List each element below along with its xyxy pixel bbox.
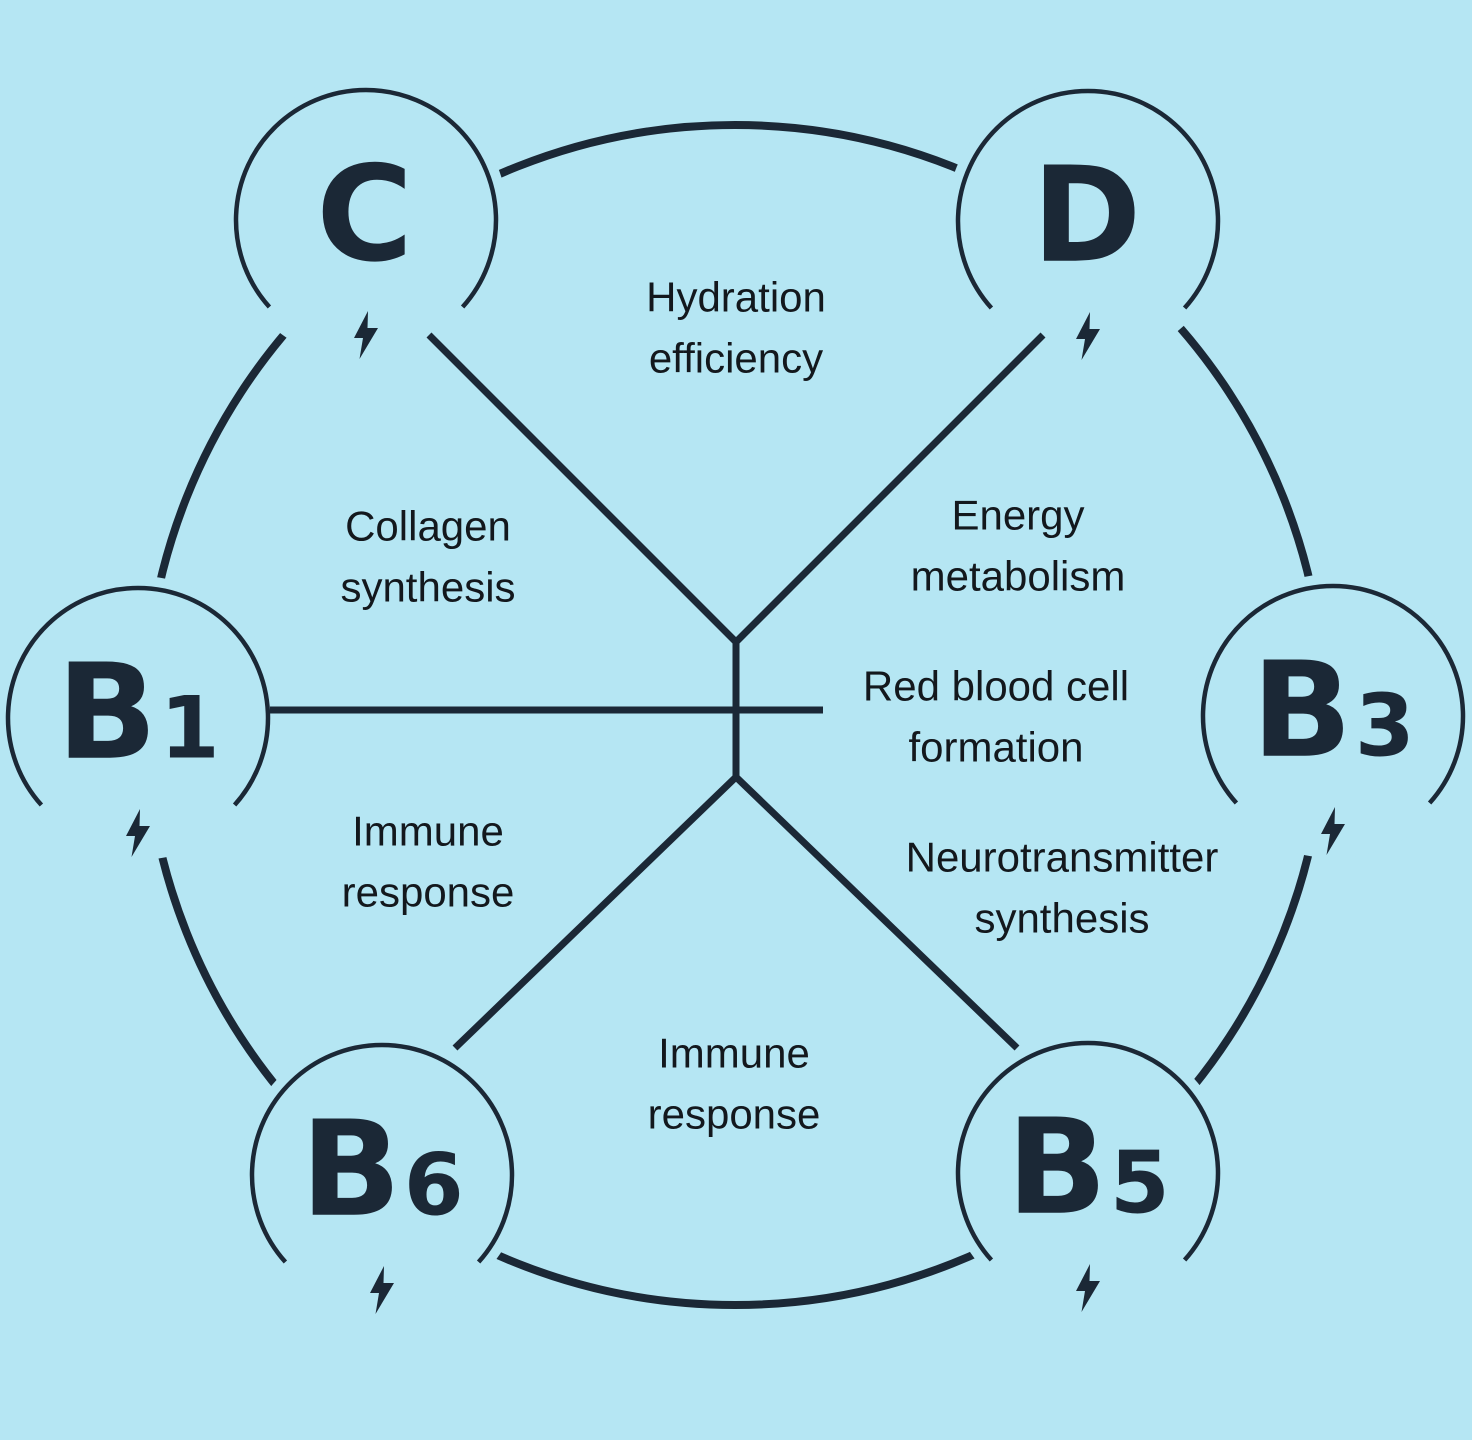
node-rings [5, 87, 1466, 1264]
node-ring-b5 [955, 1040, 1221, 1262]
node-vitamin-b1-digit: 1 [159, 678, 220, 779]
node-vitamin-b1-letter: B [56, 635, 158, 790]
label-red-blood-cell-formation: Red blood cell formation [862, 662, 1130, 771]
node-ring-c [233, 87, 499, 309]
label-collagen-synthesis: Collagen synthesis [340, 502, 516, 611]
node-vitamin-c-letter: C [316, 137, 413, 292]
node-ring-b6 [249, 1042, 515, 1264]
node-vitamin-b3-letter: B [1251, 633, 1353, 788]
node-vitamin-b3-digit: 3 [1354, 676, 1415, 777]
spoke-b5 [733, 774, 1020, 1051]
label-hydration-efficiency: Hydration efficiency [646, 273, 826, 382]
node-ring-b3 [1200, 583, 1466, 805]
spoke-c [426, 332, 739, 645]
node-ring-b1 [5, 585, 271, 807]
node-ring-d [955, 88, 1221, 310]
node-vitamin-b5-digit: 5 [1109, 1133, 1170, 1234]
node-vitamin-b5-letter: B [1006, 1090, 1108, 1245]
spoke-d [733, 332, 1046, 645]
node-vitamin-c: C [316, 149, 416, 281]
node-vitamin-d: D [1032, 150, 1144, 282]
node-vitamin-d-letter: D [1031, 138, 1142, 293]
node-vitamin-b6-digit: 6 [403, 1135, 464, 1236]
label-energy-metabolism: Energy metabolism [910, 491, 1126, 600]
connector-lines [270, 332, 1046, 1051]
label-neurotransmitter-synthesis: Neurotransmitter synthesis [905, 833, 1219, 942]
node-masks [0, 78, 1472, 1317]
label-immune-response-bottom: Immune response [647, 1029, 821, 1138]
spoke-b6 [452, 774, 739, 1051]
label-immune-response-left: Immune response [341, 807, 515, 916]
node-vitamin-b6-letter: B [300, 1092, 402, 1247]
